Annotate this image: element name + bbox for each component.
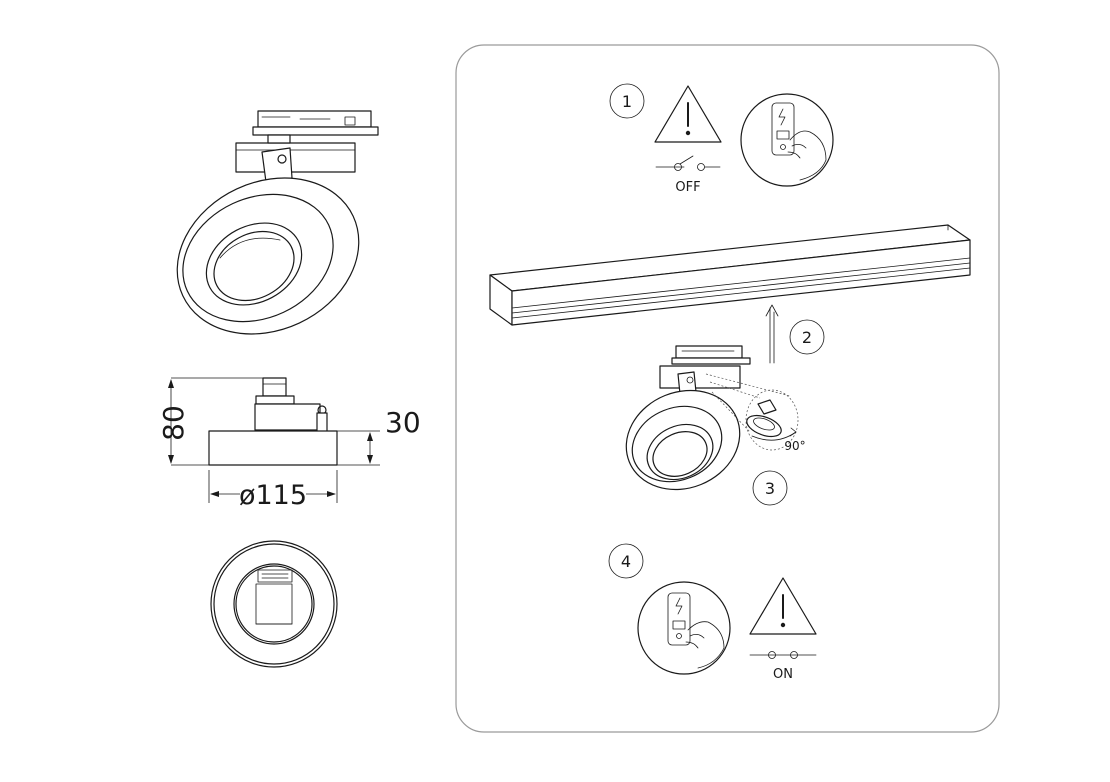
step-1-number: 1 [622,92,632,111]
spotlight-perspective-view [176,110,379,335]
track-rail [489,224,971,326]
step-1-badge [609,83,645,119]
hand-on-switch-icon [740,93,834,187]
step-2-badge [789,319,825,355]
step-1-state-label: OFF [675,180,700,195]
height-dimension-label: 80 [157,405,190,441]
switch-off-icon [655,155,721,171]
diameter-dimension-label: ø115 [239,480,307,511]
step-3-badge [752,470,788,506]
depth-dimension-label: 30 [385,406,421,439]
spotlight-side-view [168,377,380,503]
step-4-number: 4 [621,552,631,571]
warning-triangle-icon [654,85,722,143]
spotlight-front-view [210,540,338,668]
step-2-number: 2 [802,328,812,347]
hand-on-switch-icon [637,581,731,675]
insert-arrow-icon [765,304,779,364]
warning-triangle-icon [749,577,817,635]
step-4-badge [608,543,644,579]
switch-on-icon [749,651,817,659]
step-3-number: 3 [765,479,775,498]
rotation-angle-label: 90° [784,439,805,453]
spotlight-mounting-view [625,345,799,491]
step-4-state-label: ON [773,667,793,682]
